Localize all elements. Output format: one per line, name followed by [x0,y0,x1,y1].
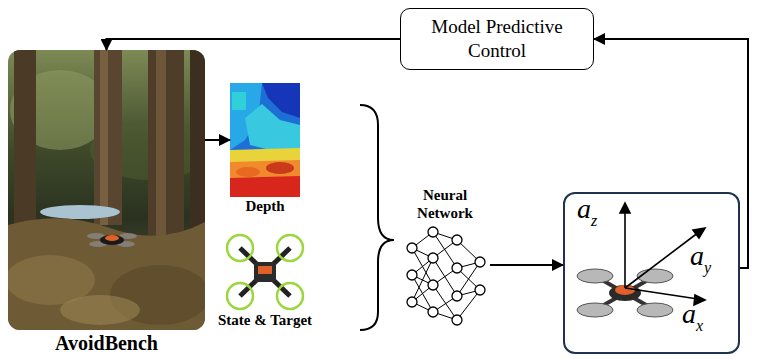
flow-arrow [594,39,748,268]
flow-arrow [107,39,401,50]
axis-label: ax [682,300,703,352]
image-caption: State & Target [218,312,312,329]
network-box: Neural Network [400,186,490,328]
brace [360,105,394,330]
axis-label: ay [690,242,711,294]
action-box: az ay ax [563,192,740,354]
flow-arrow [490,264,563,266]
state-image-box: State & Target [222,232,308,312]
process-box: Model Predictive Control [400,8,594,70]
scene-image: AvoidBench [8,50,205,330]
depth-image-box: Depth [230,83,300,197]
box-label: Neural Network [400,186,490,222]
axis-label: az [577,195,597,247]
quadrotor-picture [227,235,303,309]
image-caption: AvoidBench [55,332,158,355]
box-label: Model Predictive Control [409,15,585,63]
network-graph [412,232,480,320]
forest-scene [8,50,205,330]
flow-arrow [205,139,230,141]
depth-image [230,83,300,197]
image-caption: Depth [245,198,284,215]
network-neurons [407,227,485,325]
